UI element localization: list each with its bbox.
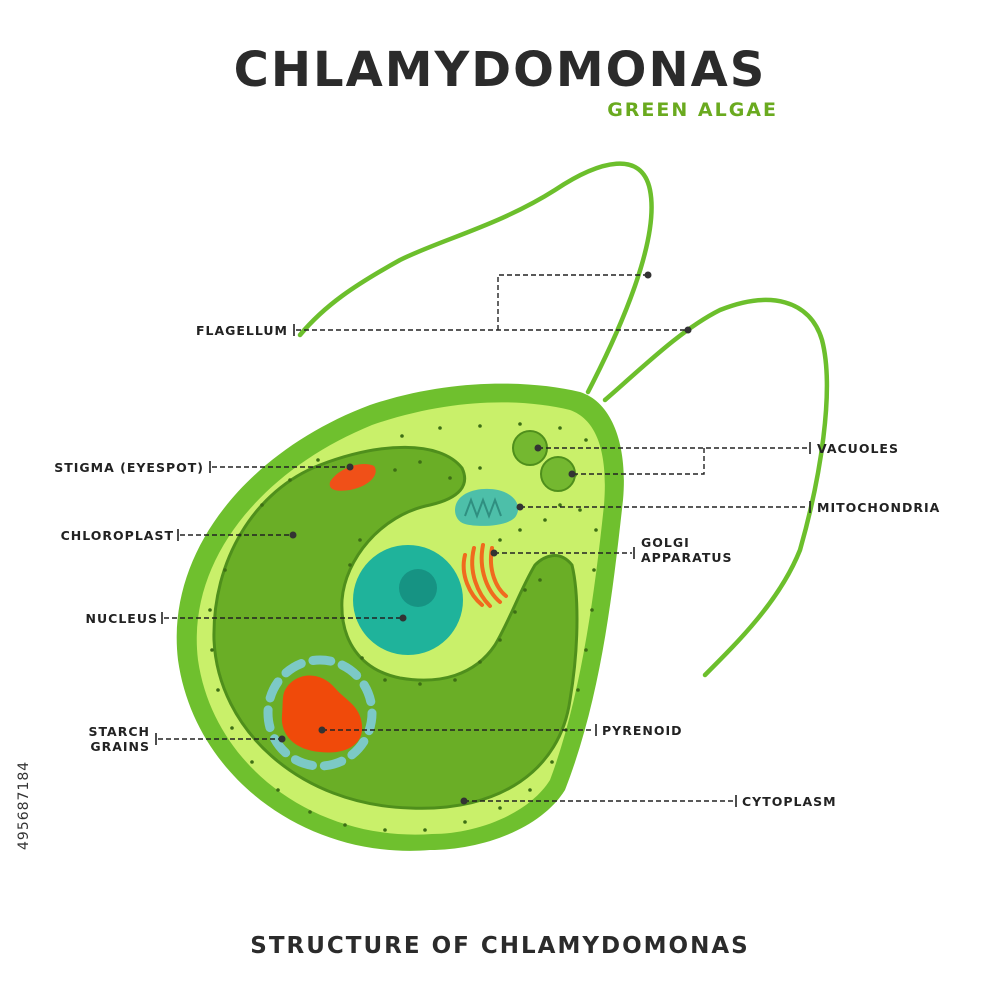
leader-lines [155, 271, 811, 807]
granule-dot [584, 648, 588, 652]
granule-dot [438, 426, 442, 430]
granule-dot [216, 688, 220, 692]
granule-dot [592, 568, 596, 572]
stigma-eyespot [329, 463, 376, 491]
pyrenoid [281, 675, 363, 753]
granule-dot [543, 518, 547, 522]
granule-dot [208, 608, 212, 612]
granule-dot [276, 788, 280, 792]
label-starch-line2: GRAINS [90, 739, 150, 754]
label-nucleus: NUCLEUS [86, 611, 158, 626]
granule-dot [498, 538, 502, 542]
granule-dot [230, 726, 234, 730]
label-vacuoles: VACUOLES [817, 441, 899, 456]
granule-dot [478, 466, 482, 470]
label-golgi-line2: APPARATUS [641, 550, 733, 565]
page-title: CHLAMYDOMONAS [234, 42, 767, 98]
granule-dot [250, 760, 254, 764]
granule-dot [513, 610, 517, 614]
granule-dot [453, 678, 457, 682]
granule-dot [584, 438, 588, 442]
granule-dot [210, 648, 214, 652]
mitochondria [455, 488, 519, 526]
footer-caption: STRUCTURE OF CHLAMYDOMONAS [250, 933, 749, 959]
granule-dot [423, 828, 427, 832]
granule-dot [418, 682, 422, 686]
granule-dot [418, 460, 422, 464]
labels: FLAGELLUM STIGMA (EYESPOT) CHLOROPLAST N… [54, 323, 940, 809]
label-chloroplast: CHLOROPLAST [61, 528, 174, 543]
granule-dot [590, 608, 594, 612]
label-pyrenoid: PYRENOID [602, 723, 683, 738]
chloroplast-inner-edge [212, 445, 579, 810]
label-cytoplasm: CYTOPLASM [742, 794, 837, 809]
granule-dot [478, 660, 482, 664]
granule-dot [448, 476, 452, 480]
granule-dot [308, 810, 312, 814]
flagella [297, 161, 830, 678]
granule-dot [538, 578, 542, 582]
label-mitochondria: MITOCHONDRIA [817, 500, 940, 515]
granule-dot [498, 638, 502, 642]
granule-dot [518, 422, 522, 426]
granule-dot [393, 468, 397, 472]
granule-dot [316, 458, 320, 462]
granule-dot [288, 478, 292, 482]
granule-dot [360, 656, 364, 660]
label-starch-line1: STARCH [89, 724, 151, 739]
granule-dot [498, 806, 502, 810]
flagellum-left [297, 161, 654, 395]
label-stigma: STIGMA (EYESPOT) [54, 460, 204, 475]
granule-dot [223, 568, 227, 572]
granule-dot [528, 788, 532, 792]
granule-dot [523, 588, 527, 592]
granule-dot [348, 563, 352, 567]
flagellum-right [602, 297, 830, 678]
starch-grains [263, 655, 377, 771]
label-golgi-line1: GOLGI [641, 535, 690, 550]
granule-dot [576, 688, 580, 692]
granule-dot [400, 434, 404, 438]
granule-dot [578, 508, 582, 512]
granule-dot [558, 426, 562, 430]
stock-id: 495687184 [16, 761, 32, 850]
golgi-apparatus [461, 543, 508, 608]
granule-dot [558, 503, 562, 507]
granule-dot [550, 760, 554, 764]
granule-dot [383, 828, 387, 832]
granule-dot [463, 820, 467, 824]
granule-dot [343, 823, 347, 827]
granule-dot [383, 678, 387, 682]
granule-dot [518, 528, 522, 532]
granule-dot [358, 538, 362, 542]
label-flagellum: FLAGELLUM [196, 323, 288, 338]
granule-dot [478, 424, 482, 428]
granule-dot [594, 528, 598, 532]
page-subtitle: GREEN ALGAE [607, 99, 778, 121]
granule-dot [260, 503, 264, 507]
nucleolus [399, 569, 437, 607]
